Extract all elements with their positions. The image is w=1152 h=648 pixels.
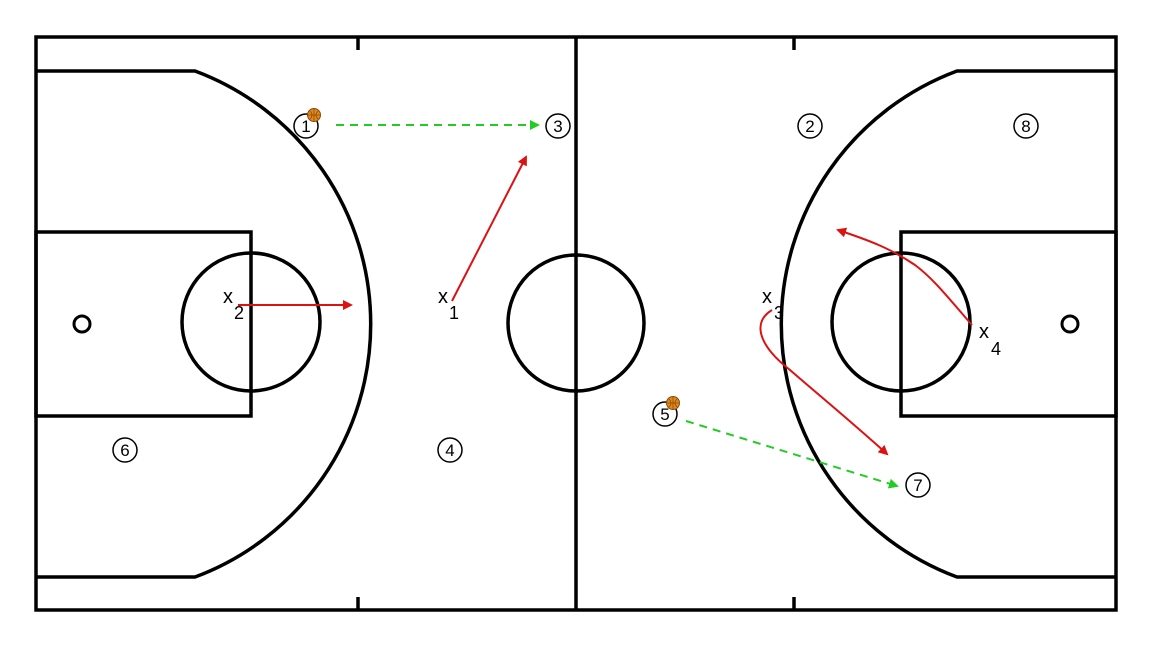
defender-x4[interactable]: x 4 (979, 321, 1001, 359)
offense-players: 1 2 3 4 5 6 7 (112, 108, 1039, 498)
move-arrow-x4 (836, 227, 973, 326)
defender-mark: x (223, 286, 233, 308)
player-number: 7 (913, 476, 922, 495)
player-number: 6 (120, 441, 129, 460)
defense-players: x 1 x 2 x 3 x 4 (223, 286, 1001, 359)
pass-arrow-5-to-7 (685, 420, 899, 489)
defender-number: 2 (234, 303, 244, 323)
player-number: 8 (1021, 117, 1030, 136)
player-6[interactable]: 6 (112, 437, 138, 463)
defender-number: 3 (774, 303, 784, 323)
defender-mark: x (979, 321, 989, 343)
defender-x2[interactable]: x 2 (223, 286, 244, 323)
player-number: 3 (553, 117, 562, 136)
paint-left (34, 230, 253, 418)
move-arrows (238, 155, 973, 456)
basket-left (72, 314, 92, 334)
defender-mark: x (438, 286, 448, 308)
basketball-icon (307, 108, 321, 122)
player-number: 2 (805, 117, 814, 136)
player-3[interactable]: 3 (545, 113, 571, 139)
paint-right (899, 230, 1118, 418)
pass-arrows (336, 120, 899, 489)
basketball-icon (666, 396, 680, 410)
defender-mark: x (762, 286, 772, 308)
court-lines (34, 35, 1118, 612)
player-number: 4 (445, 441, 454, 460)
defender-number: 1 (449, 303, 459, 323)
defender-number: 4 (991, 339, 1001, 359)
three-point-line-left (36, 69, 373, 579)
move-arrow-x3 (759, 309, 889, 456)
free-throw-circle-left (180, 251, 322, 393)
player-number: 1 (301, 117, 310, 136)
player-7[interactable]: 7 (905, 472, 931, 498)
three-point-line-right (779, 69, 1116, 579)
player-number: 5 (660, 405, 669, 424)
player-8[interactable]: 8 (1013, 113, 1039, 139)
player-4[interactable]: 4 (437, 437, 463, 463)
move-arrow-x1 (451, 155, 527, 302)
player-2[interactable]: 2 (797, 113, 823, 139)
basket-right (1060, 314, 1080, 334)
center-circle (506, 253, 646, 393)
defender-x1[interactable]: x 1 (438, 286, 459, 323)
defender-x3[interactable]: x 3 (762, 286, 784, 323)
